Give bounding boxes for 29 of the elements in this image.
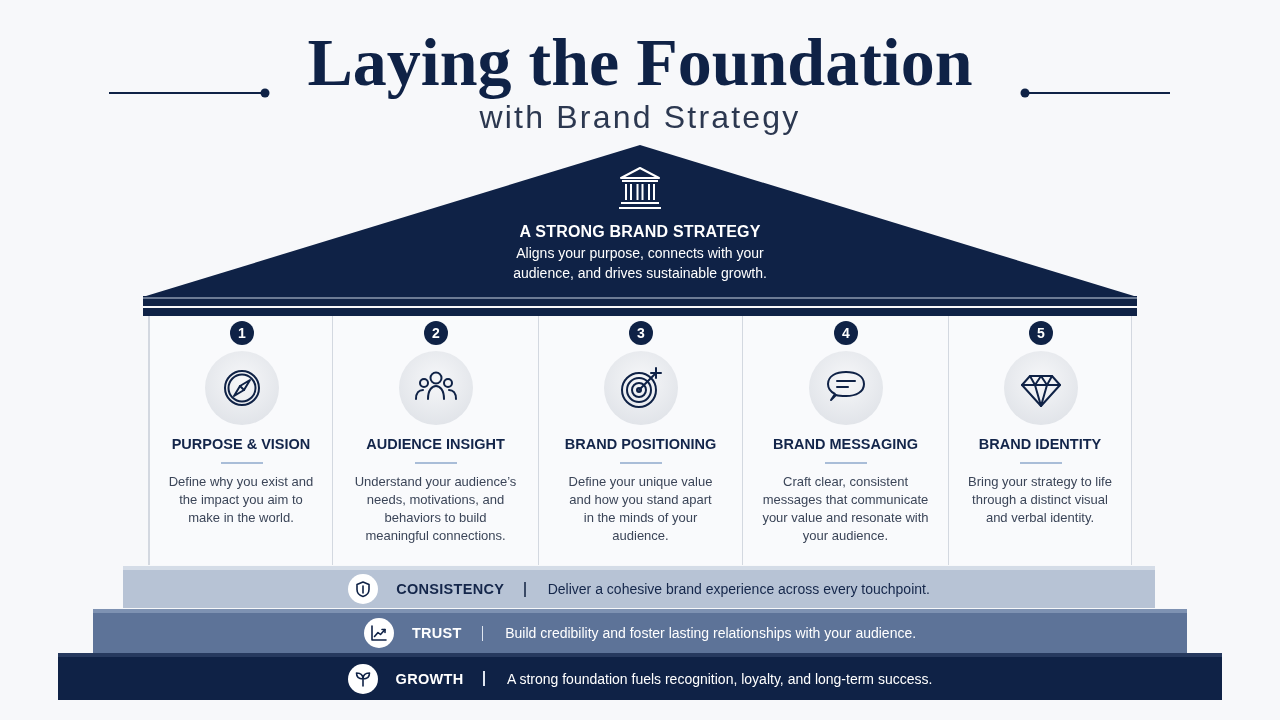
foundation-step	[93, 609, 1187, 653]
roof-description: Aligns your purpose, connects with your audience, and drives sustainable growth.	[512, 244, 768, 283]
pillar-description: Bring your strategy to life through a distinct visual and verbal identity.	[967, 473, 1113, 527]
number-badge: 4	[834, 321, 858, 345]
pillar-title: AUDIENCE INSIGHT	[366, 435, 505, 453]
step-title: CONSISTENCY	[396, 580, 505, 598]
step-description: A strong foundation fuels recognition, loyalty, and long-term success.	[506, 669, 933, 688]
number-badge: 5	[1029, 321, 1053, 345]
step-description: Deliver a cohesive brand experience across every touchpoint.	[547, 580, 930, 598]
pillar-title: BRAND POSITIONING	[564, 435, 717, 453]
step-title: GROWTH	[395, 669, 464, 688]
foundation-step	[123, 566, 1155, 608]
foundation-step	[58, 653, 1222, 700]
number-badge: 3	[629, 321, 653, 345]
pillar-description: Craft clear, consistent messages that communicate your value and resonate with your audience.	[761, 473, 930, 545]
subtitle: with Brand Strategy	[479, 99, 801, 137]
roof-heading: A STRONG BRAND STRATEGY	[519, 222, 761, 242]
pillar-description: Define why you exist and the impact you aim to make in the world.	[167, 473, 315, 527]
number-badge: 2	[424, 321, 448, 345]
pillar-title: BRAND MESSAGING	[773, 435, 918, 453]
step-title: TRUST	[411, 624, 462, 642]
pillar-title: PURPOSE & VISION	[171, 435, 311, 453]
step-description: Build credibility and foster lasting relationships with your audience.	[505, 624, 917, 642]
title: Laying the Foundation	[307, 23, 973, 102]
pillar-column	[948, 316, 1132, 565]
pillar-description: Understand your audience’s needs, motivations, and behaviors to build meaningful connections.	[353, 473, 518, 545]
pillar-title: BRAND IDENTITY	[978, 435, 1102, 453]
number-badge: 1	[230, 321, 254, 345]
pillar-description: Define your unique value and how you stand apart in the minds of your audience.	[567, 473, 714, 545]
